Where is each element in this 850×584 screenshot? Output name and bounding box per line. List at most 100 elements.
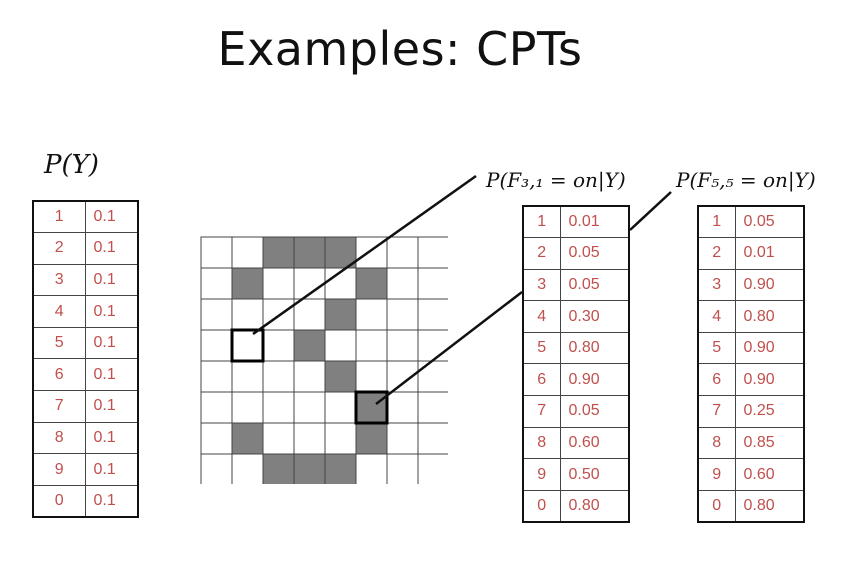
digit-key-cell: 6 [522,363,561,397]
digit-key-cell: 2 [32,232,86,265]
probability-cell: 0.90 [734,268,805,302]
grid-cell [293,236,326,269]
grid-cell [386,267,419,300]
probability-cell: 0.80 [734,300,805,333]
grid-cell [355,453,388,484]
label-p-f31: P(F₃,₁ = on|Y) [486,168,626,192]
digit-key-cell: 1 [522,205,561,239]
grid-cell [324,453,357,484]
highlighted-feature-cell [354,390,389,425]
probability-cell: 0.25 [734,395,805,428]
grid-cell [324,391,357,424]
grid-cell [293,329,326,362]
grid-cell [262,391,295,424]
digit-key-cell: 0 [522,489,561,523]
digit-key-cell: 1 [32,200,86,234]
digit-key-cell: 3 [32,263,86,297]
digit-key-cell: 4 [697,300,736,333]
label-p-y: P(Y) [44,150,99,180]
digit-pixel-grid [200,236,448,484]
grid-cell [324,329,357,362]
probability-cell: 0.1 [84,358,139,392]
grid-cell [324,236,357,269]
grid-cell [262,236,295,269]
probability-cell: 0.50 [559,458,630,491]
callout-line-f55 [375,291,523,405]
grid-cell [417,360,448,393]
probability-cell: 0.1 [84,453,139,486]
grid-cell [231,298,264,331]
grid-cell [417,422,448,455]
callout-line-f55-table [629,191,672,231]
callout-line-f31 [252,174,477,336]
grid-cell [417,329,448,362]
grid-cell [231,391,264,424]
digit-key-cell: 9 [697,458,736,491]
probability-cell: 0.60 [734,458,805,491]
probability-cell: 0.90 [734,331,805,365]
probability-cell: 0.30 [559,300,630,333]
probability-cell: 0.80 [734,489,805,523]
probability-cell: 0.05 [559,268,630,302]
digit-key-cell: 9 [32,453,86,486]
digit-key-cell: 0 [32,484,86,518]
grid-cell [200,453,233,484]
digit-key-cell: 8 [522,426,561,460]
page-title: Examples: CPTs [217,22,583,76]
grid-cell [324,360,357,393]
probability-cell: 0.1 [84,390,139,423]
probability-cell: 0.1 [84,295,139,328]
grid-cell [293,360,326,393]
grid-cell [231,267,264,300]
grid-cell [355,360,388,393]
probability-cell: 0.1 [84,326,139,360]
grid-cell [386,298,419,331]
digit-key-cell: 7 [697,395,736,428]
grid-cell [324,422,357,455]
probability-cell: 0.1 [84,484,139,518]
grid-cell [231,360,264,393]
highlighted-feature-cell [230,328,265,363]
digit-key-cell: 4 [32,295,86,328]
grid-cell [200,236,233,269]
grid-cell [200,360,233,393]
grid-cell [200,298,233,331]
grid-cell [417,391,448,424]
probability-cell: 0.60 [559,426,630,460]
probability-cell: 0.85 [734,426,805,460]
grid-cell [355,422,388,455]
digit-key-cell: 6 [697,363,736,397]
grid-cell [417,453,448,484]
probability-cell: 0.01 [734,237,805,270]
grid-cell [262,360,295,393]
label-p-f55: P(F₅,₅ = on|Y) [676,168,816,192]
grid-cell [231,453,264,484]
probability-cell: 0.80 [559,489,630,523]
probability-cell: 0.1 [84,421,139,455]
